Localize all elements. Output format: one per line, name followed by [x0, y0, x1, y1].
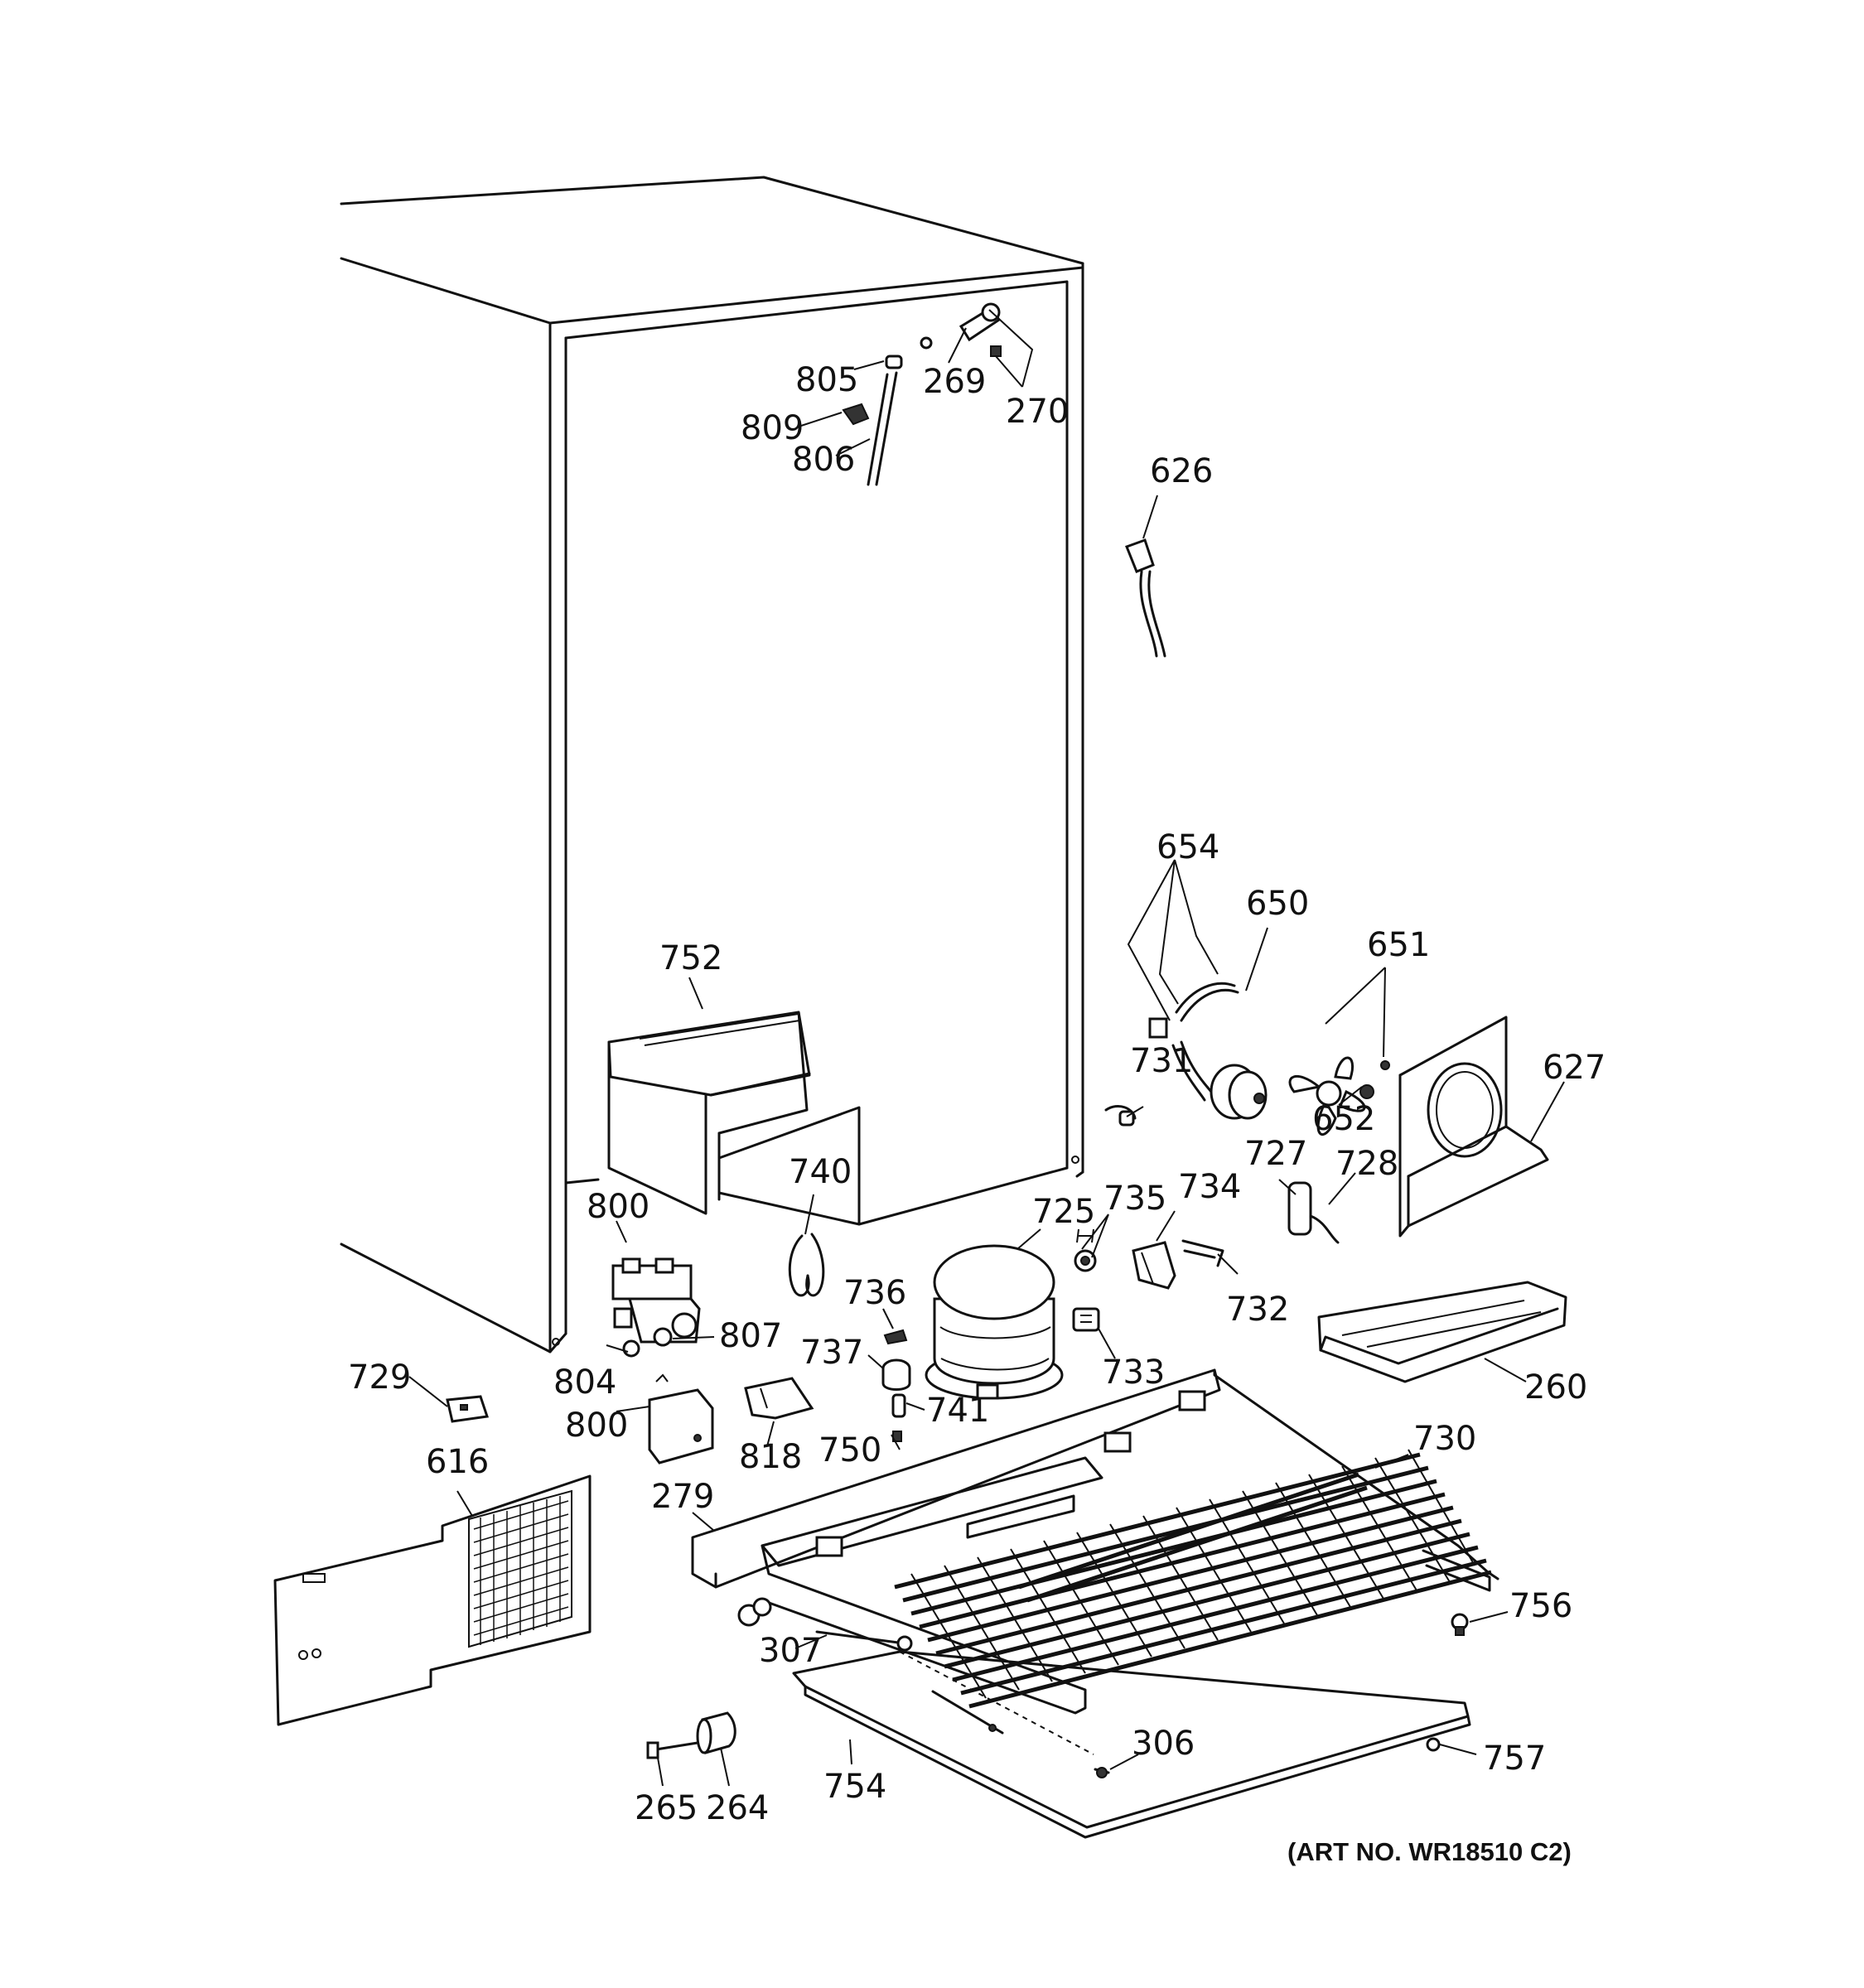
- part-654-650-fan-motor: [1148, 982, 1268, 1120]
- label-651: 651: [1367, 926, 1430, 964]
- label-306: 306: [1132, 1725, 1195, 1763]
- part-800-water-valve: [611, 1257, 701, 1347]
- label-818: 818: [739, 1438, 802, 1476]
- label-733: 733: [1102, 1353, 1165, 1392]
- label-269: 269: [923, 363, 986, 401]
- label-737: 737: [800, 1334, 863, 1372]
- refrigerator-cabinet: [340, 176, 1084, 1353]
- part-265-264-bolt-spacer: [646, 1711, 736, 1759]
- part-627-fan-bracket: [1398, 1016, 1549, 1238]
- part-651-fan-blade: [1288, 1056, 1390, 1136]
- label-279: 279: [651, 1478, 714, 1516]
- label-806: 806: [792, 441, 855, 479]
- part-626-cord: [1125, 538, 1166, 658]
- label-725: 725: [1032, 1193, 1095, 1231]
- part-269-270-fitting: [959, 302, 1002, 357]
- part-731-thermistor: [1104, 1105, 1137, 1127]
- label-734: 734: [1178, 1168, 1241, 1206]
- label-626: 626: [1150, 452, 1213, 490]
- label-260: 260: [1524, 1368, 1587, 1407]
- part-727-728-capacitor: [1287, 1181, 1340, 1244]
- part-756-757-screws: [1426, 1613, 1469, 1752]
- part-725-compressor: [925, 1244, 1064, 1400]
- label-265: 265: [635, 1789, 698, 1827]
- label-807: 807: [719, 1317, 782, 1355]
- label-616: 616: [426, 1443, 489, 1481]
- part-818-bracket: [744, 1377, 814, 1420]
- label-650: 650: [1246, 885, 1309, 923]
- part-805-809-806-tubing: [842, 336, 933, 486]
- label-800: 800: [565, 1407, 628, 1445]
- leader-lines: [408, 309, 1565, 1787]
- label-757: 757: [1483, 1740, 1546, 1778]
- label-731: 731: [1130, 1042, 1193, 1080]
- part-736-737-741-750-mounts: [881, 1329, 911, 1442]
- label-652: 652: [1312, 1100, 1375, 1138]
- part-752-shroud: [607, 1011, 861, 1226]
- label-741: 741: [926, 1392, 989, 1430]
- label-264: 264: [706, 1789, 769, 1827]
- label-735: 735: [1103, 1180, 1166, 1218]
- part-734-relay-cover: [1132, 1241, 1176, 1290]
- label-728: 728: [1335, 1145, 1398, 1183]
- part-616-access-cover: [273, 1474, 592, 1726]
- label-736: 736: [843, 1274, 906, 1312]
- label-750: 750: [819, 1431, 881, 1469]
- part-260-drain-pan: [1317, 1281, 1567, 1383]
- part-732-wire: [1181, 1239, 1224, 1267]
- part-729-relay: [446, 1395, 489, 1423]
- label-729: 729: [348, 1358, 411, 1397]
- label-740: 740: [789, 1153, 852, 1191]
- label-805: 805: [795, 361, 858, 399]
- part-740-clip: [788, 1233, 825, 1297]
- label-804: 804: [553, 1363, 616, 1402]
- part-307-306-tubes: [815, 1630, 1110, 1778]
- callout-labels: 805 269 270 809 806 626 654 650 651 752 …: [348, 361, 1606, 1827]
- label-727: 727: [1244, 1135, 1307, 1173]
- label-756: 756: [1509, 1587, 1572, 1625]
- label-732: 732: [1226, 1291, 1289, 1329]
- label-654: 654: [1157, 828, 1219, 866]
- part-730-condenser-coil: [894, 1449, 1492, 1709]
- part-754-base-pan: [792, 1650, 1471, 1839]
- label-270: 270: [1006, 393, 1069, 431]
- part-733-relay: [1072, 1307, 1100, 1332]
- label-752: 752: [659, 939, 722, 977]
- label-809: 809: [741, 409, 804, 447]
- label-754: 754: [823, 1768, 886, 1806]
- label-627: 627: [1543, 1049, 1606, 1087]
- label-307: 307: [759, 1632, 822, 1670]
- label-730: 730: [1413, 1420, 1476, 1458]
- part-800-bracket: [648, 1373, 714, 1464]
- part-735-overload: [1074, 1228, 1097, 1272]
- label-800: 800: [587, 1188, 650, 1226]
- art-number: (ART NO. WR18510 C2): [1287, 1837, 1572, 1866]
